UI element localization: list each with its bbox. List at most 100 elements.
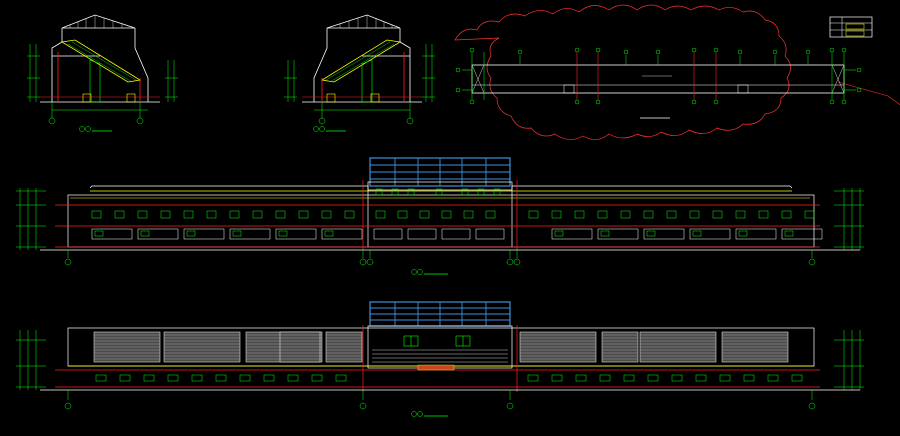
window — [527, 374, 539, 382]
window — [441, 210, 452, 219]
window — [191, 374, 203, 382]
window — [620, 210, 631, 219]
caption-section-2 — [313, 126, 346, 132]
window — [671, 374, 683, 382]
window — [575, 374, 587, 382]
window — [551, 210, 562, 219]
glazed-tower-2 — [369, 301, 511, 327]
seat-block — [93, 331, 161, 363]
window — [375, 210, 386, 219]
opening-window — [600, 230, 610, 237]
window — [689, 210, 700, 219]
window — [574, 210, 585, 219]
window — [463, 210, 474, 219]
window — [647, 374, 659, 382]
garage-opening — [475, 228, 505, 240]
window — [252, 210, 263, 219]
opening-window — [140, 230, 150, 237]
window — [263, 374, 275, 382]
window — [137, 210, 148, 219]
window — [91, 210, 102, 219]
elevation-drawing-1 — [16, 157, 864, 275]
section-drawing-2 — [284, 14, 435, 125]
seat-block — [639, 331, 717, 363]
seat-block — [163, 331, 241, 363]
window — [229, 210, 240, 219]
opening-window — [692, 230, 702, 237]
window — [743, 374, 755, 382]
window — [419, 210, 430, 219]
plan-drawing — [454, 4, 900, 140]
lower-opening-row — [91, 228, 823, 240]
window — [183, 210, 194, 219]
garage-opening — [137, 228, 179, 240]
truss-canopy-2 — [326, 14, 401, 29]
section-drawing-1 — [27, 14, 178, 132]
garage-opening — [643, 228, 685, 240]
garage-opening — [551, 228, 593, 240]
garage-opening — [735, 228, 777, 240]
window — [791, 374, 803, 382]
opening-window — [324, 230, 334, 237]
garage-opening — [781, 228, 823, 240]
seat-block — [601, 331, 639, 363]
opening-window — [738, 230, 748, 237]
window — [599, 374, 611, 382]
revision-cloud — [454, 4, 791, 140]
window — [160, 210, 171, 219]
garage-opening — [597, 228, 639, 240]
garage-opening — [91, 228, 133, 240]
window — [287, 374, 299, 382]
garage-opening — [275, 228, 317, 240]
window — [298, 210, 309, 219]
window — [781, 210, 792, 219]
opening-window — [186, 230, 196, 237]
garage-opening — [407, 228, 437, 240]
window — [311, 374, 323, 382]
elevation-drawing-2 — [16, 301, 864, 417]
opening-window — [94, 230, 104, 237]
window — [167, 374, 179, 382]
glazed-tower — [369, 157, 511, 187]
opening-window — [278, 230, 288, 237]
garage-opening — [441, 228, 471, 240]
window — [758, 210, 769, 219]
window — [119, 374, 131, 382]
window — [335, 374, 347, 382]
caption-elevation-1 — [411, 269, 448, 275]
window — [114, 210, 125, 219]
window — [397, 210, 408, 219]
garage-opening — [689, 228, 731, 240]
window — [206, 210, 217, 219]
window — [719, 374, 731, 382]
truss-canopy — [61, 14, 136, 29]
window — [344, 210, 355, 219]
window — [695, 374, 707, 382]
window — [666, 210, 677, 219]
opening-window — [646, 230, 656, 237]
window — [643, 210, 654, 219]
seat-block — [519, 331, 597, 363]
upper-window-row — [91, 210, 815, 219]
window — [95, 374, 107, 382]
window — [551, 374, 563, 382]
window — [485, 210, 496, 219]
window — [275, 210, 286, 219]
opening-window — [784, 230, 794, 237]
garage-opening — [183, 228, 225, 240]
window — [239, 374, 251, 382]
window — [767, 374, 779, 382]
window — [735, 210, 746, 219]
lower-window-row — [95, 374, 803, 382]
opening-window — [554, 230, 564, 237]
title-block — [829, 16, 873, 38]
seat-block — [721, 331, 789, 363]
window — [623, 374, 635, 382]
seat-block — [325, 331, 363, 363]
stands-slope — [60, 39, 142, 103]
garage-opening — [373, 228, 403, 240]
window — [528, 210, 539, 219]
seating-blocks — [93, 331, 789, 363]
